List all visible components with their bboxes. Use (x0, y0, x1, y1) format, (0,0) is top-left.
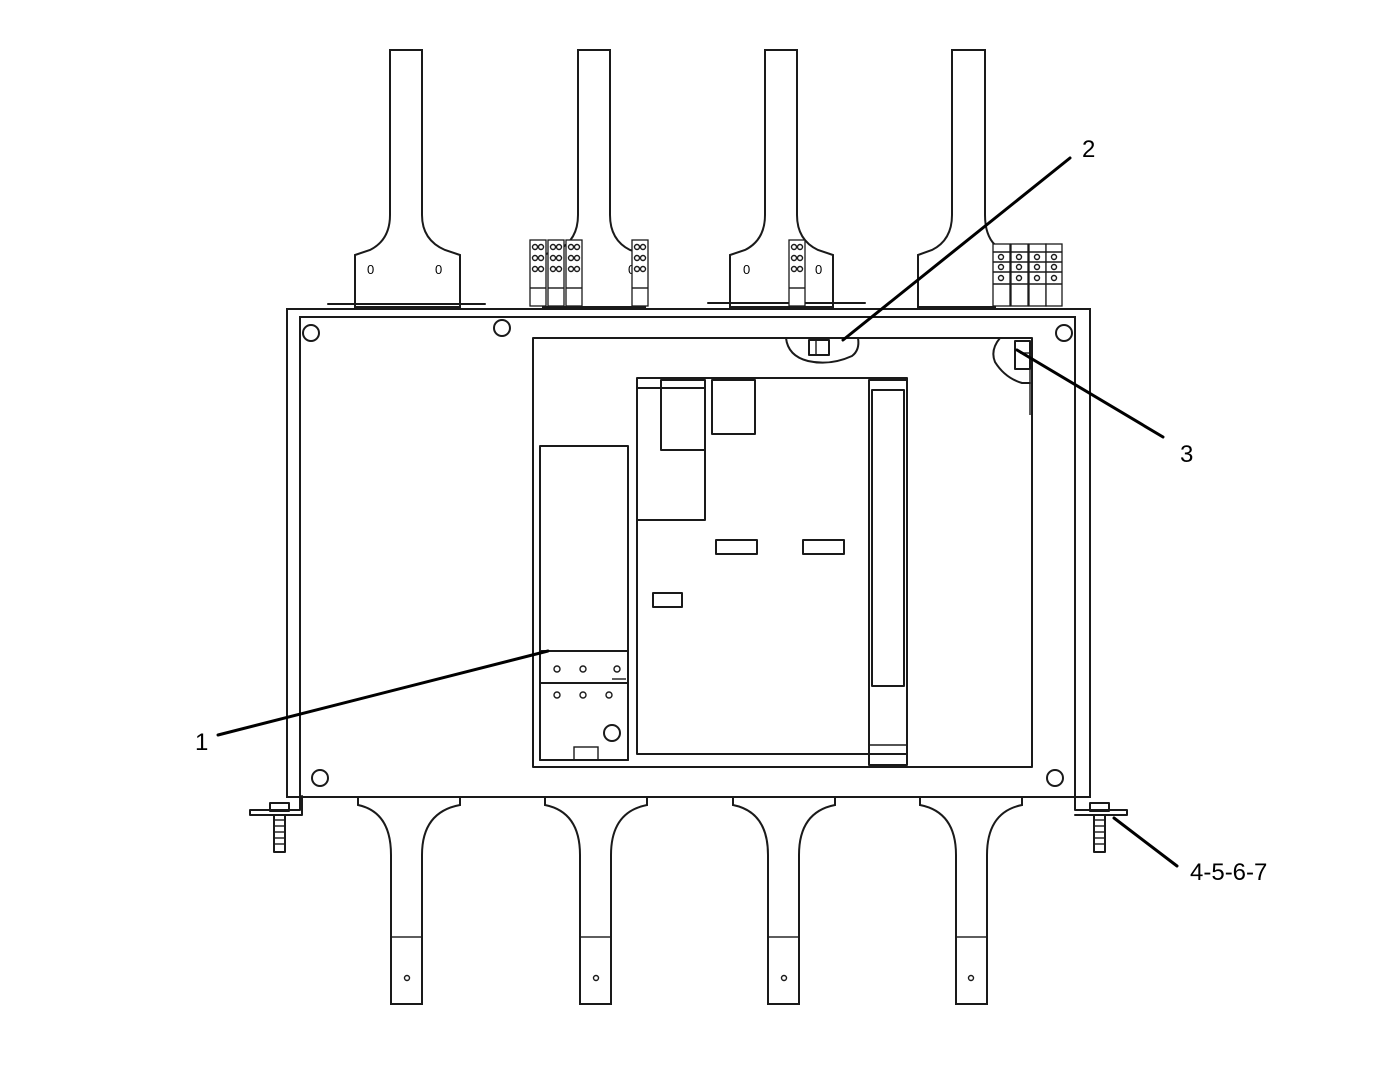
mounting-hole (1046, 769, 1064, 787)
upper-bar-1-mark-b: 0 (435, 262, 442, 277)
lower-terminal-bars (357, 796, 1023, 1005)
upper-bar-3-mark-a: 0 (743, 262, 750, 277)
breaker-housing (286, 308, 1091, 798)
leader-line-1 (216, 649, 550, 737)
lower-bar-1 (357, 796, 461, 1005)
mounting-foot-right (1074, 795, 1128, 853)
callout-label-2: 2 (1082, 136, 1095, 163)
callout-label-1: 1 (195, 729, 208, 756)
detail-2-switch (785, 337, 860, 364)
side-rail (868, 379, 908, 766)
upper-bar-1-mark-a: 0 (367, 262, 374, 277)
mounting-foot-left (249, 795, 303, 853)
upper-bar-4 (917, 49, 996, 308)
mounting-hole (1055, 324, 1073, 342)
upper-bar-3 (729, 49, 834, 308)
leader-line-3 (1015, 348, 1165, 439)
leader-line-2 (841, 156, 1072, 342)
lower-bar-3 (732, 796, 836, 1005)
callout-label-3: 3 (1180, 441, 1193, 468)
terminal-blocks-right (992, 243, 1063, 307)
lower-bar-2 (544, 796, 648, 1005)
auxiliary-module (539, 445, 629, 761)
upper-terminal-bars: 0 0 0 0 0 (327, 49, 996, 308)
mounting-hole (302, 324, 320, 342)
mounting-hole (311, 769, 329, 787)
callout-label-4-5-6-7: 4-5-6-7 (1190, 859, 1267, 886)
lower-bar-4 (919, 796, 1023, 1005)
inner-window (532, 337, 1033, 768)
leader-line-4 (1112, 816, 1179, 868)
mounting-hole (493, 319, 511, 337)
terminal-block-center (788, 239, 806, 307)
upper-bar-1 (354, 49, 461, 308)
front-plate (286, 308, 1091, 798)
upper-bar-3-mark-b: 0 (815, 262, 822, 277)
terminal-blocks-left (529, 239, 649, 307)
